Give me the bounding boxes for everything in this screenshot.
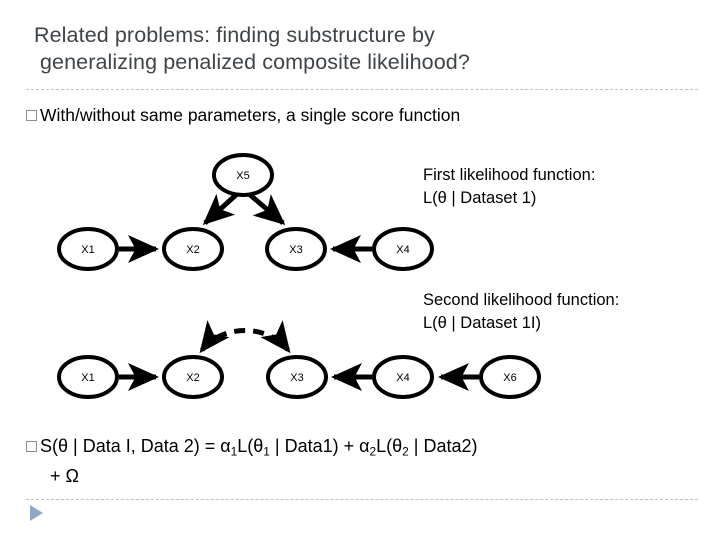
graph-node-r1-x5[interactable]: X5 bbox=[212, 153, 274, 197]
graph-node-label: X5 bbox=[236, 170, 249, 182]
edge-r1-x5-to-x2 bbox=[202, 192, 239, 226]
graph-node-label: X1 bbox=[81, 244, 94, 256]
formula-sub-3: 2 bbox=[369, 444, 377, 459]
graph-node-label: X4 bbox=[396, 244, 409, 256]
formula-sub-4: 2 bbox=[402, 444, 409, 459]
annotation-first-line1: First likelihood function: bbox=[423, 166, 596, 184]
graph-node-label: X4 bbox=[396, 372, 409, 384]
bullet-item-parameters: With/without same parameters, a single s… bbox=[26, 103, 460, 127]
page-title: Related problems: finding substructure b… bbox=[34, 22, 684, 76]
graph-node-r2-x2[interactable]: X2 bbox=[162, 355, 224, 399]
graph-node-r1-x4[interactable]: X4 bbox=[372, 227, 434, 271]
formula-mid-3: L(θ bbox=[376, 436, 403, 456]
bullet-square-icon bbox=[26, 110, 37, 121]
graph-node-label: X2 bbox=[186, 244, 199, 256]
title-divider bbox=[26, 89, 698, 90]
footer-divider bbox=[26, 499, 698, 500]
bullet-item-score-formula: S(θ | Data I, Data 2) = α1L(θ1 | Data1) … bbox=[26, 434, 477, 463]
formula-sub-2: 1 bbox=[263, 444, 270, 459]
annotation-first-line2: L(θ | Dataset 1) bbox=[423, 189, 537, 207]
graph-node-r1-x1[interactable]: X1 bbox=[57, 227, 119, 271]
graph-node-r2-x6[interactable]: X6 bbox=[479, 355, 541, 399]
play-triangle-icon[interactable] bbox=[30, 505, 43, 521]
graph-node-label: X6 bbox=[503, 372, 516, 384]
graph-node-label: X2 bbox=[186, 372, 199, 384]
bullet-square-icon bbox=[26, 441, 37, 452]
formula-continuation: + Ω bbox=[50, 466, 79, 486]
row1-nodes: X5 X1 X2 X3 X4 bbox=[57, 153, 434, 271]
annotation-first-likelihood: First likelihood function: L(θ | Dataset… bbox=[423, 164, 595, 210]
row2-edges bbox=[119, 320, 479, 392]
bullet-item-label: With/without same parameters, a single s… bbox=[40, 105, 461, 125]
graph-node-label: X3 bbox=[290, 372, 303, 384]
annotation-second-likelihood: Second likelihood function: L(θ | Datase… bbox=[423, 289, 619, 335]
graph-node-r2-x3[interactable]: X3 bbox=[266, 355, 328, 399]
formula-tail: | Data2) bbox=[408, 436, 478, 456]
edge-r2-x2-x3-dashed-arc bbox=[199, 320, 291, 354]
graph-node-r1-x3[interactable]: X3 bbox=[265, 227, 327, 271]
row2-nodes: X1 X2 X3 X4 X6 bbox=[57, 355, 541, 399]
formula-mid-2: | Data1) + α bbox=[269, 436, 370, 456]
annotation-second-line2: L(θ | Dataset 1I) bbox=[423, 314, 542, 332]
formula-body-pre: θ | Data I, Data 2) = α bbox=[58, 436, 231, 456]
graph-node-label: X3 bbox=[289, 244, 302, 256]
formula-sub-1: 1 bbox=[230, 444, 238, 459]
formula-line: S(θ | Data I, Data 2) = α1L(θ1 | Data1) … bbox=[40, 434, 477, 463]
formula-lead: S( bbox=[40, 436, 58, 456]
row1-edges bbox=[119, 192, 372, 264]
graph-node-r2-x4[interactable]: X4 bbox=[372, 355, 434, 399]
graph-node-r1-x2[interactable]: X2 bbox=[162, 227, 224, 271]
annotation-second-line1: Second likelihood function: bbox=[423, 291, 620, 309]
formula-mid-1: L(θ bbox=[237, 436, 264, 456]
title-line-1: Related problems: finding substructure b… bbox=[34, 23, 435, 47]
graph-node-label: X1 bbox=[81, 372, 94, 384]
graph-node-r2-x1[interactable]: X1 bbox=[57, 355, 119, 399]
edge-r1-x5-to-x3 bbox=[247, 192, 286, 225]
title-line-2: generalizing penalized composite likelih… bbox=[40, 50, 470, 74]
